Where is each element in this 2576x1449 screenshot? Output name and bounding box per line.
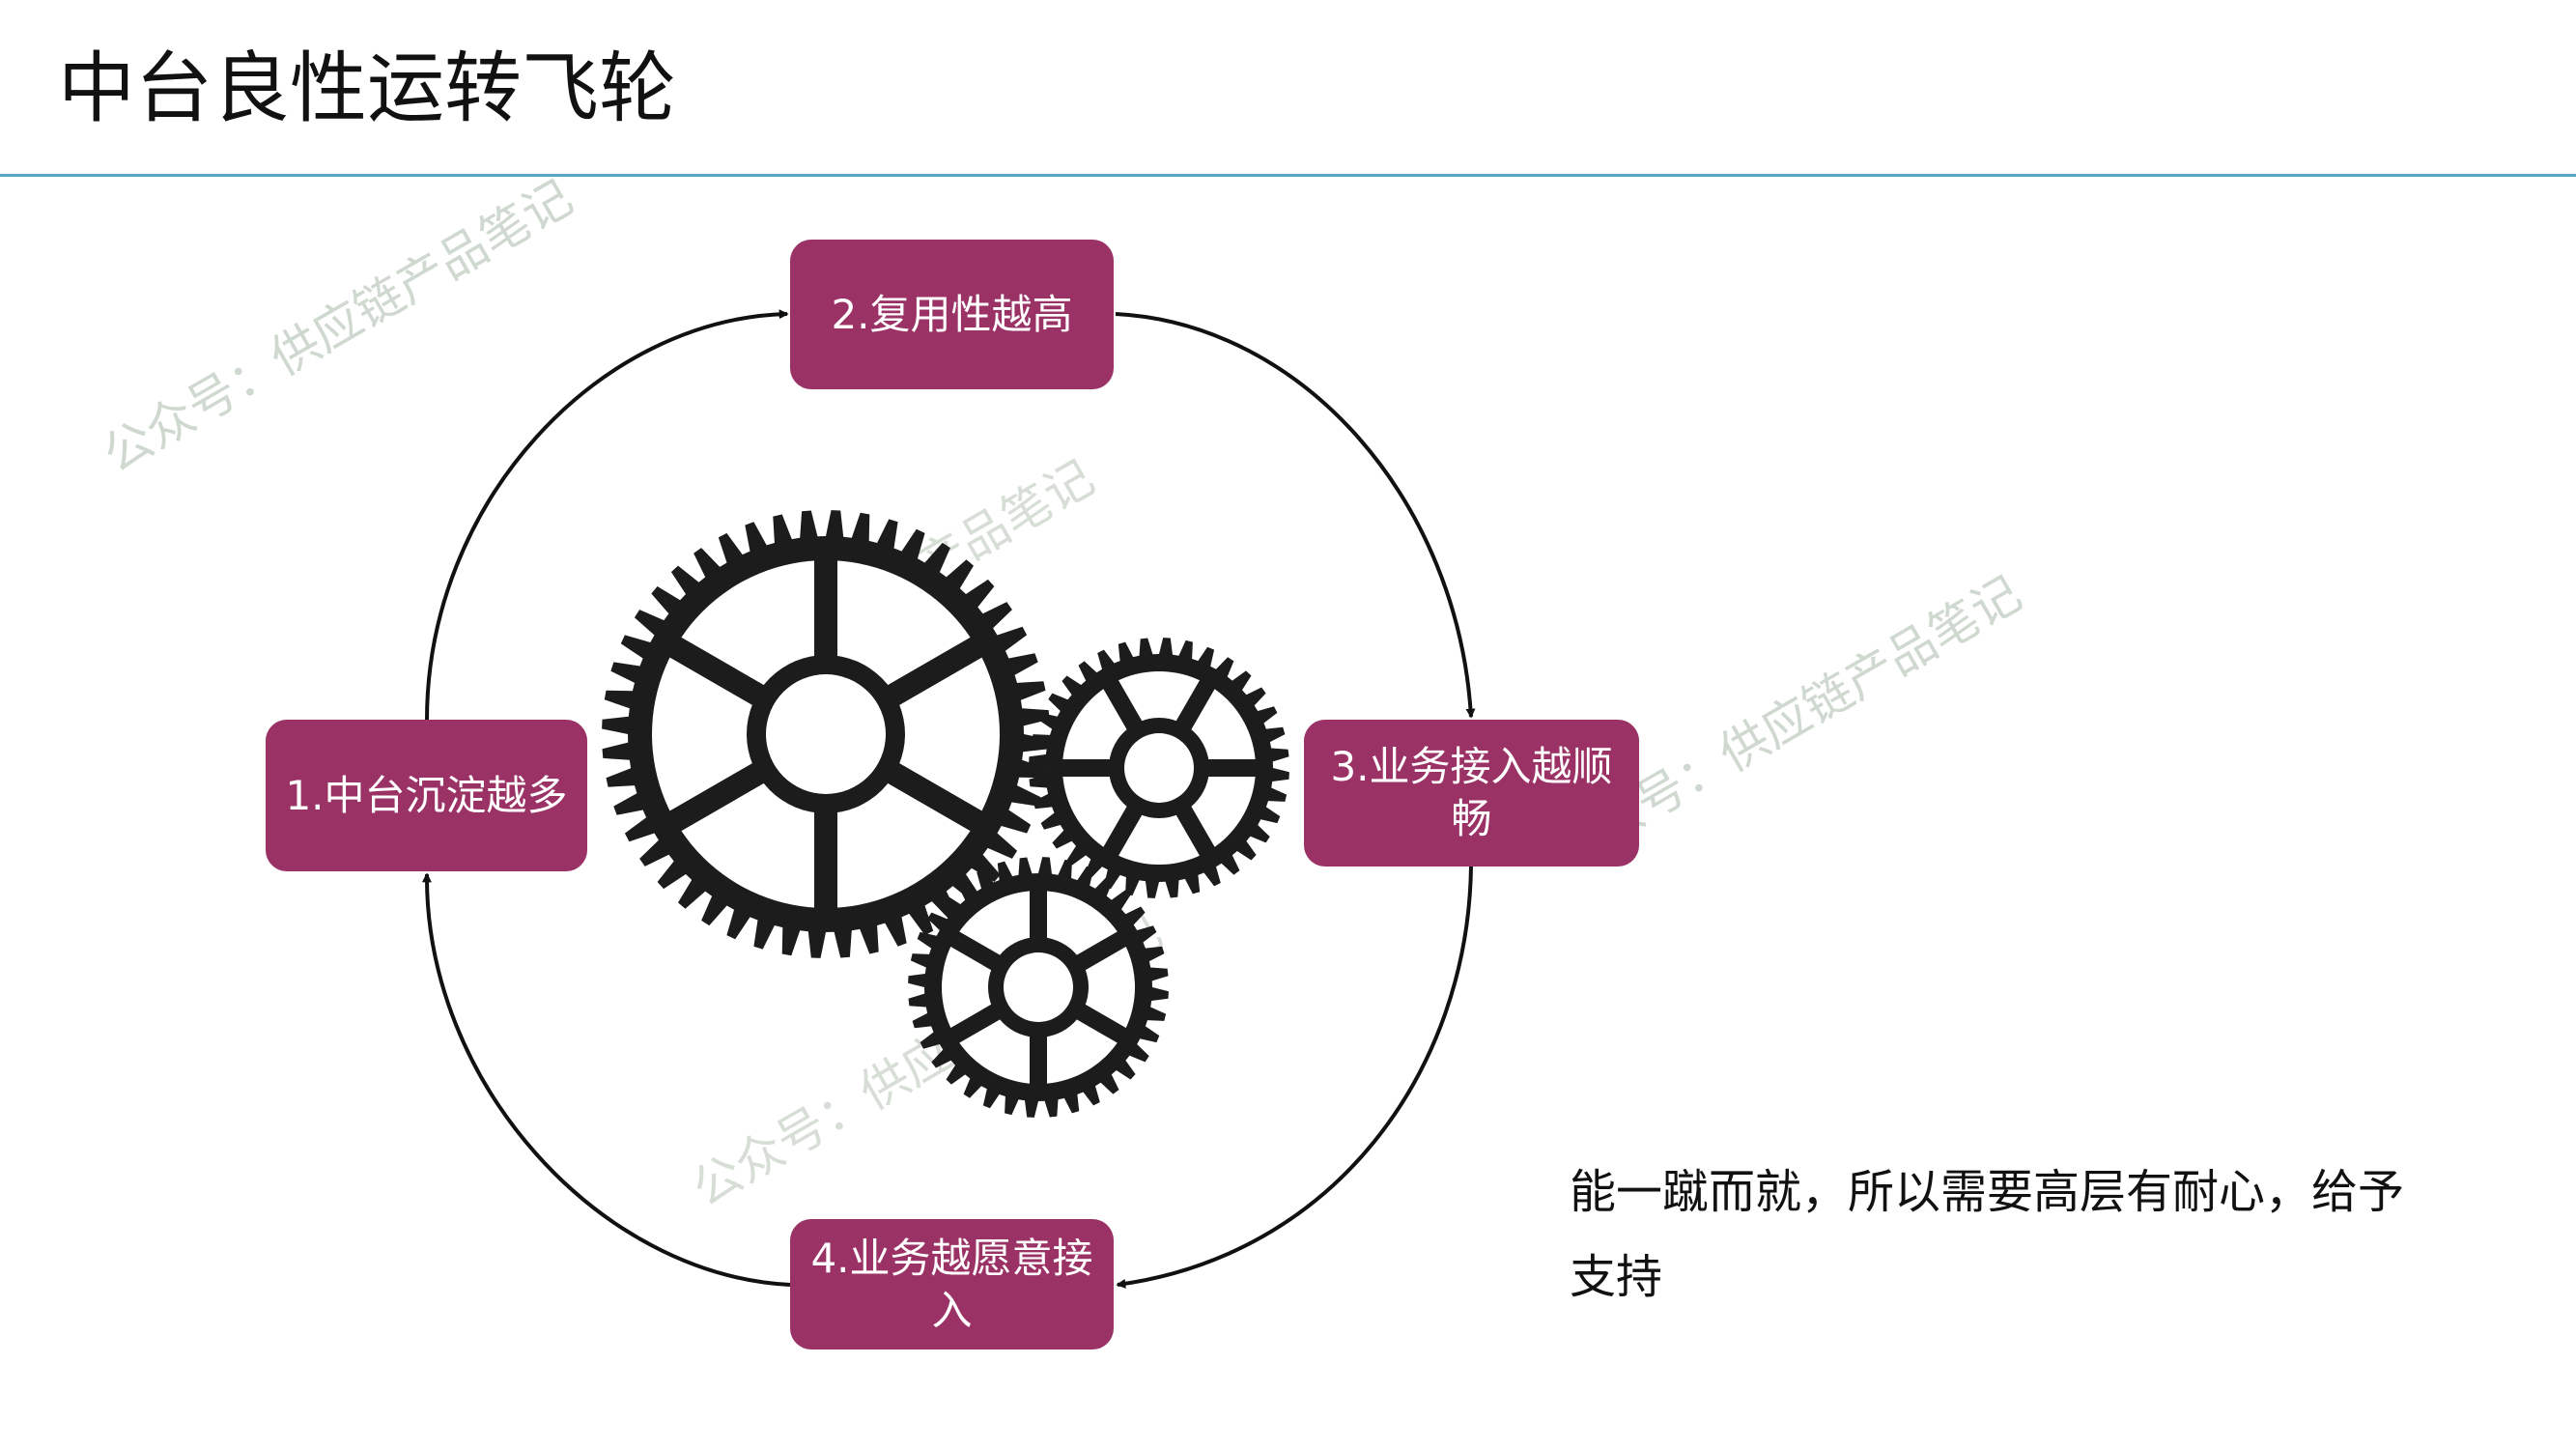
title-divider <box>0 174 2576 177</box>
medium-gear-icon <box>1029 638 1289 898</box>
arrow-1-to-2 <box>425 309 789 721</box>
stage-label-3: 3.业务接入越顺畅 <box>1330 743 1613 842</box>
stage-label-2: 2.复用性越高 <box>831 290 1073 338</box>
note-text: 能一蹴而就，所以需要高层有耐心，给予支持 <box>1570 1165 2405 1304</box>
stage-box-1: 1.中台沉淀越多 <box>266 720 587 871</box>
stage-label-4: 4.业务越愿意接入 <box>810 1234 1093 1334</box>
page-title: 中台良性运转飞轮 <box>58 43 676 133</box>
medium-gear-icon-axle-hole <box>1124 733 1194 803</box>
small-gear-icon <box>908 857 1169 1118</box>
small-gear-icon-axle-hole <box>1004 952 1073 1022</box>
arrow-3-to-4 <box>1116 866 1473 1289</box>
stage-box-2: 2.复用性越高 <box>790 240 1114 389</box>
arrow-4-to-1 <box>421 872 791 1287</box>
flywheel-cycle <box>421 309 1476 1289</box>
stage-box-4: 4.业务越愿意接入 <box>790 1219 1114 1350</box>
watermark-text: 公众号：供应链产品笔记 <box>94 169 581 483</box>
large-gear-icon-axle-hole <box>766 674 886 794</box>
stage-label-1: 1.中台沉淀越多 <box>285 771 568 819</box>
gears-icon <box>602 510 1289 1118</box>
arrow-2-to-3 <box>1115 312 1476 719</box>
stage-box-3: 3.业务接入越顺畅 <box>1304 720 1639 867</box>
large-gear-icon <box>602 510 1050 958</box>
